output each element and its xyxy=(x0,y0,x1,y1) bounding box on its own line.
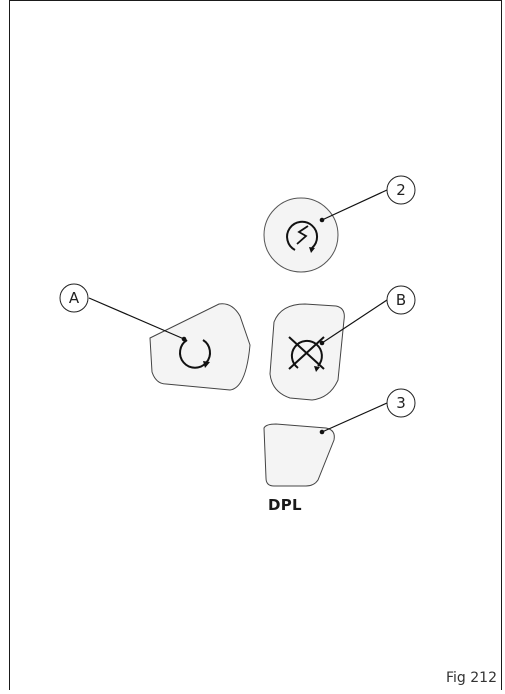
callout-3-label: 3 xyxy=(396,394,406,412)
figure-frame xyxy=(9,0,502,690)
stop-regeneration-button[interactable] xyxy=(269,303,345,401)
callout-2: 2 xyxy=(319,175,416,223)
restart-icon xyxy=(179,339,211,369)
restart-button[interactable] xyxy=(149,303,251,391)
callout-a-label: A xyxy=(69,289,80,307)
callout-2-label: 2 xyxy=(396,181,406,199)
callout-3: 3 xyxy=(319,388,416,435)
callout-b: B xyxy=(319,285,416,346)
figure-number: Fig 212 xyxy=(446,670,497,686)
callout-a: A xyxy=(59,283,187,342)
regeneration-icon xyxy=(286,220,319,253)
dpl-label: DPL xyxy=(268,496,302,514)
dpl-button[interactable] xyxy=(263,423,335,487)
callout-b-label: B xyxy=(396,291,406,309)
stop-regeneration-icon xyxy=(288,336,325,372)
regeneration-button[interactable] xyxy=(263,197,339,273)
